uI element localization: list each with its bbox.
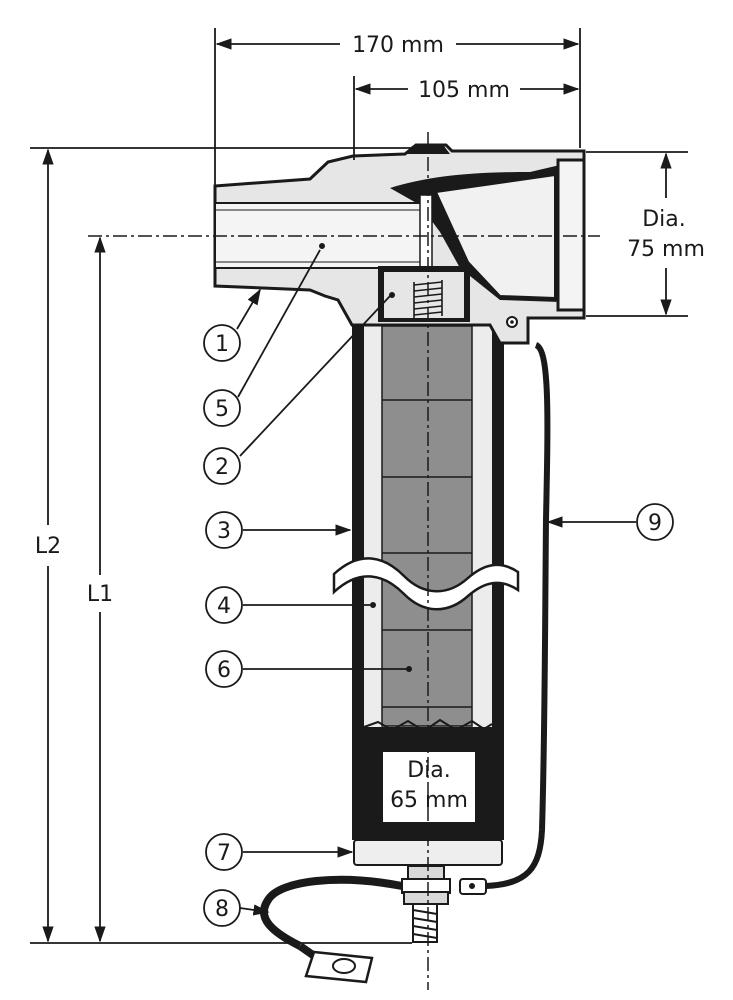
svg-text:7: 7 xyxy=(217,841,231,866)
callout-9: 9 xyxy=(636,503,674,541)
dim-l2-label: L2 xyxy=(35,534,61,559)
break-line xyxy=(332,557,520,611)
svg-text:9: 9 xyxy=(648,511,662,536)
dim-dia65-line2: 65 mm xyxy=(390,788,468,813)
dimension-lines xyxy=(30,28,688,944)
svg-text:4: 4 xyxy=(217,594,231,619)
earth-lead xyxy=(459,342,551,895)
dim-dia65-line1: Dia. xyxy=(407,758,451,783)
svg-text:8: 8 xyxy=(215,897,229,922)
dim-dia75-line1: Dia. xyxy=(642,207,686,232)
dim-l1-label: L1 xyxy=(87,582,113,607)
dia-65-label-box xyxy=(383,752,475,822)
callout-3: 3 xyxy=(205,511,243,549)
dim-dia75-line2: 75 mm xyxy=(627,237,705,262)
callout-4: 4 xyxy=(205,586,243,624)
bottom-terminal xyxy=(401,865,451,943)
callout-2: 2 xyxy=(203,447,241,485)
svg-text:3: 3 xyxy=(217,519,231,544)
callout-leaders xyxy=(236,249,636,916)
callout-8: 8 xyxy=(203,889,241,927)
callout-1: 1 xyxy=(203,324,241,362)
callout-7: 7 xyxy=(205,833,243,871)
arrester-body xyxy=(332,318,520,866)
varistor-block-stack xyxy=(381,325,473,727)
earth-cable xyxy=(260,875,403,984)
svg-text:1: 1 xyxy=(215,332,229,357)
callout-6: 6 xyxy=(205,650,243,688)
svg-text:5: 5 xyxy=(215,397,229,422)
dim-105-label: 105 mm xyxy=(418,78,510,103)
svg-text:2: 2 xyxy=(215,455,229,480)
callout-5: 5 xyxy=(203,389,241,427)
svg-text:6: 6 xyxy=(217,658,231,683)
center-lines xyxy=(88,132,600,990)
elbow-housing xyxy=(213,143,586,345)
dim-170-label: 170 mm xyxy=(352,33,444,58)
